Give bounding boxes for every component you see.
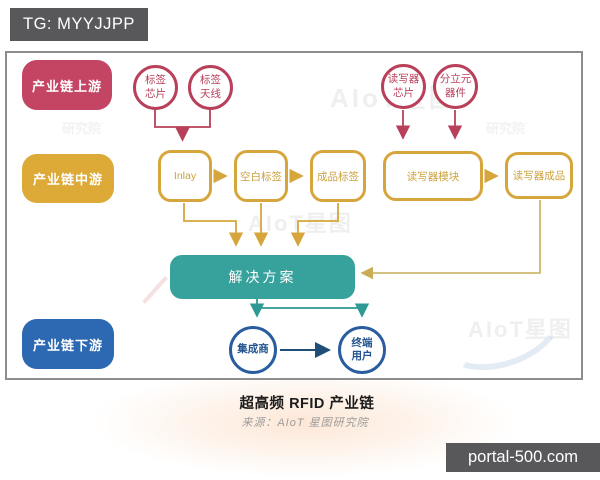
node-reader-chip: 读写器 芯片 [381,64,426,109]
row-label-midstream: 产业链中游 [22,154,114,203]
diagram-title: 超高频 RFID 产业链 [239,396,375,412]
node-end-user: 终端 用户 [338,326,386,374]
node-discrete-components: 分立元 器件 [433,64,478,109]
node-inlay: Inlay [158,150,212,202]
row-label-downstream: 产业链下游 [22,319,114,369]
site-watermark: portal-500.com [446,443,600,472]
diagram-source: 来源：AIoT 星图研究院 [241,417,369,429]
node-finished-label: 成品标签 [310,150,366,202]
site-watermark-text: portal-500.com [467,448,579,466]
node-reader-product: 读写器成品 [505,152,573,199]
row-label-upstream: 产业链上游 [22,60,112,110]
node-tag-antenna: 标签 天线 [188,65,233,110]
node-blank-label: 空白标签 [234,150,288,202]
node-integrator: 集成商 [229,326,277,374]
node-tag-chip: 标签 芯片 [133,65,178,110]
node-reader-module: 读写器模块 [383,151,483,201]
tag-label: TG: MYYJJPP [10,8,148,41]
node-solution: 解决方案 [170,255,355,299]
tag-label-text: TG: MYYJJPP [23,15,135,33]
